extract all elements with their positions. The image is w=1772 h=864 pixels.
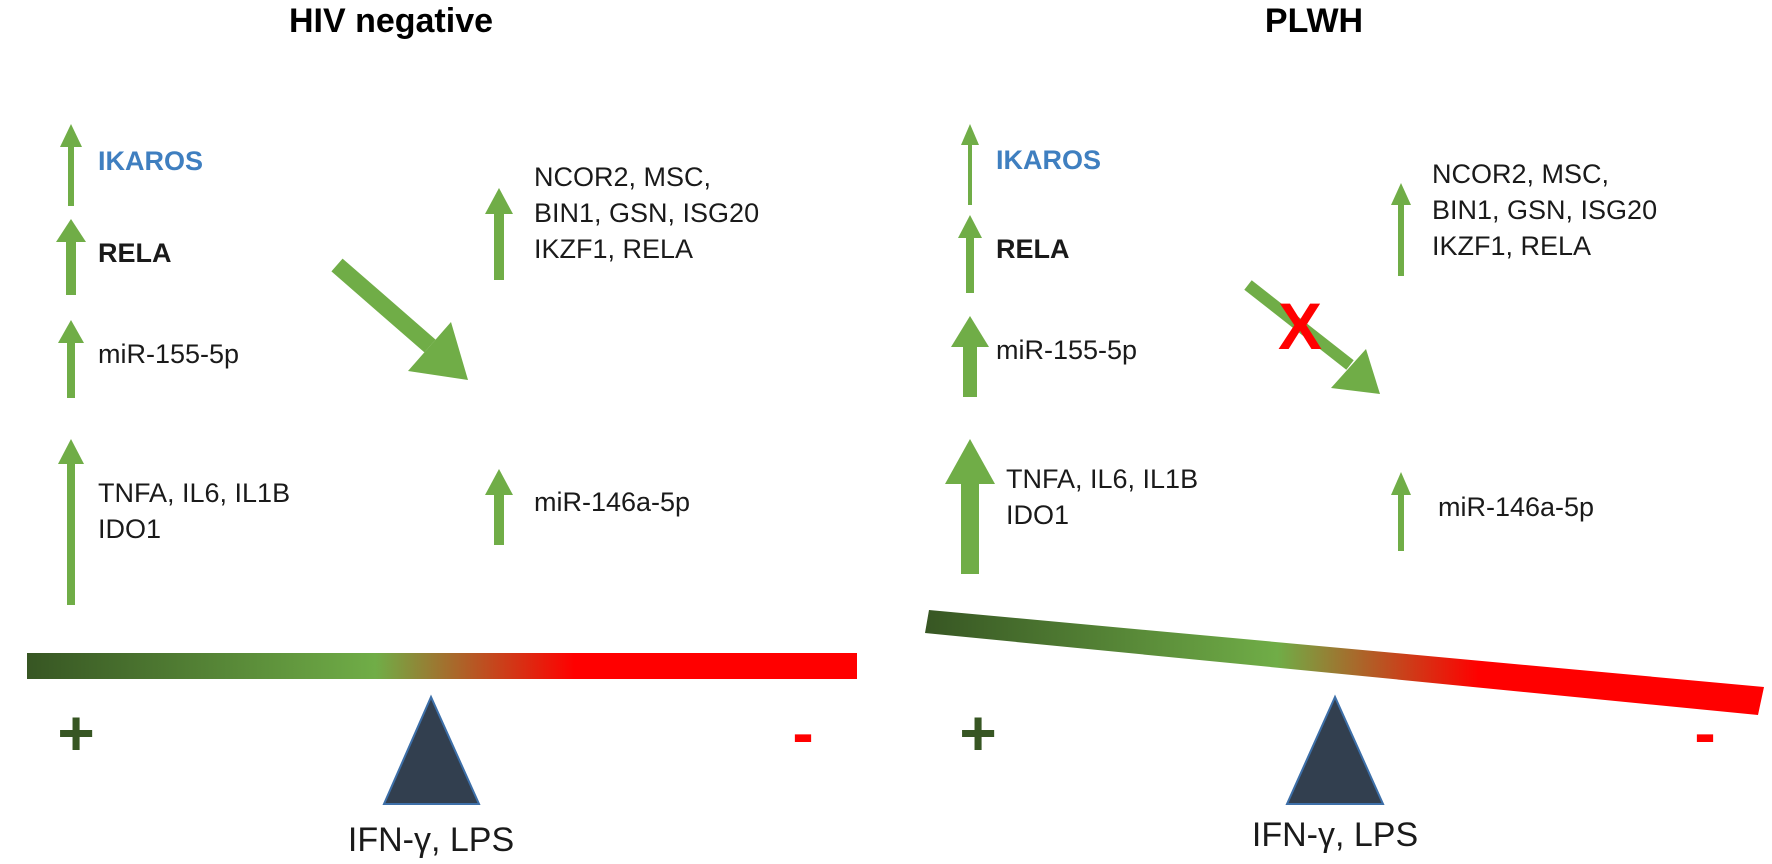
label-genes-line2: BIN1, GSN, ISG20 — [1432, 195, 1657, 225]
label-rela: RELA — [98, 238, 172, 268]
label-rela: RELA — [996, 234, 1070, 264]
label-genes-line1: NCOR2, MSC, — [534, 162, 711, 192]
balance-beam — [925, 610, 1764, 715]
fulcrum-triangle — [382, 694, 481, 805]
up-arrow-mir155 — [951, 316, 989, 397]
stimulus-label: IFN-γ, LPS — [348, 821, 514, 859]
up-arrow-ikaros — [961, 124, 979, 205]
diagonal-arrow — [331, 258, 468, 380]
label-cytokines-line2: IDO1 — [1006, 500, 1069, 530]
label-mir146: miR-146a-5p — [1438, 492, 1594, 522]
plus-sign: + — [959, 697, 996, 769]
balance-beam — [27, 653, 857, 679]
up-arrow-gene-group — [1391, 183, 1411, 276]
label-ikaros: IKAROS — [996, 145, 1101, 175]
up-arrow-rela — [958, 215, 982, 293]
up-arrow-cytokines — [58, 439, 84, 605]
minus-sign: - — [792, 697, 813, 769]
panel-hiv-negative: HIV negative IKAROS RELA miR-155-5p TNFA… — [27, 2, 857, 859]
label-cytokines-line2: IDO1 — [98, 514, 161, 544]
up-arrow-rela — [56, 219, 86, 295]
up-arrow-mir146 — [1391, 472, 1411, 551]
plus-sign: + — [57, 697, 94, 769]
panel-plwh: PLWH IKAROS RELA miR-155-5p TNFA, IL6, I… — [925, 2, 1764, 854]
stimulus-label: IFN-γ, LPS — [1252, 816, 1418, 854]
label-genes-line3: IKZF1, RELA — [534, 234, 693, 264]
fulcrum-triangle — [1285, 694, 1385, 805]
panel-title: PLWH — [1265, 2, 1363, 40]
label-ikaros: IKAROS — [98, 146, 203, 176]
block-x-mark: X — [1278, 289, 1322, 363]
label-genes-line3: IKZF1, RELA — [1432, 231, 1591, 261]
up-arrow-mir146 — [485, 469, 513, 545]
up-arrow-gene-group — [485, 188, 513, 280]
label-cytokines-line1: TNFA, IL6, IL1B — [1006, 464, 1198, 494]
panel-title: HIV negative — [289, 2, 493, 40]
up-arrow-mir155 — [58, 320, 84, 398]
label-cytokines-line1: TNFA, IL6, IL1B — [98, 478, 290, 508]
up-arrow-ikaros — [60, 124, 82, 206]
label-genes-line1: NCOR2, MSC, — [1432, 159, 1609, 189]
diagonal-arrow — [1244, 280, 1380, 394]
label-mir155: miR-155-5p — [996, 335, 1137, 365]
up-arrow-cytokines — [945, 439, 995, 574]
minus-sign: - — [1694, 697, 1715, 769]
label-genes-line2: BIN1, GSN, ISG20 — [534, 198, 759, 228]
label-mir155: miR-155-5p — [98, 339, 239, 369]
label-mir146: miR-146a-5p — [534, 487, 690, 517]
